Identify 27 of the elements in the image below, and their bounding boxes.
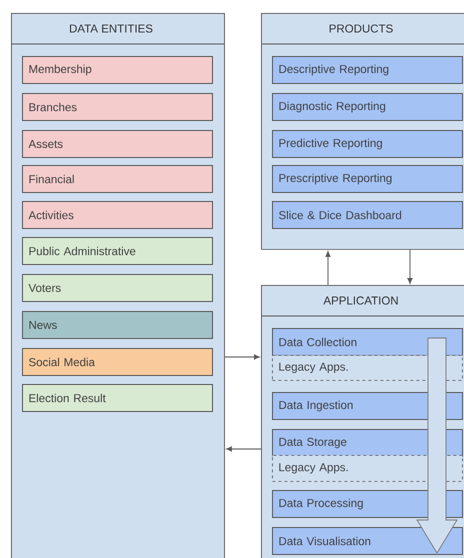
item-box: Public Administrative (22, 237, 213, 265)
arrow (226, 446, 262, 452)
arrow (224, 354, 260, 360)
block-arrow (416, 338, 458, 554)
item-box: Social Media (22, 348, 213, 376)
item-box: Assets (22, 130, 213, 158)
item-box: Descriptive Reporting (272, 56, 463, 84)
panel-heading: DATA ENTITIES (70, 24, 152, 33)
item-box: Predictive Reporting (272, 130, 463, 158)
item-box: Data Ingestion (272, 392, 463, 420)
arrow (325, 251, 331, 286)
item-box: Data Processing (272, 490, 463, 518)
panel-heading: PRODUCTS (330, 24, 393, 33)
item-box: Election Result (22, 384, 213, 412)
item-box: Membership (22, 56, 213, 84)
item-box: Branches (22, 93, 213, 121)
item-box: Slice & Dice Dashboard (272, 201, 463, 229)
item-box: Data Collection (272, 328, 463, 356)
item-box: Activities (22, 201, 213, 229)
arrow (407, 249, 413, 284)
item-box: Prescriptive Reporting (272, 165, 463, 193)
item-box: Data Visualisation (272, 527, 463, 555)
item-box: Voters (22, 274, 213, 302)
panel-heading: APPLICATION (323, 296, 398, 305)
item-box: News (22, 311, 213, 339)
item-box: Financial (22, 165, 213, 193)
item-box: Diagnostic Reporting (272, 93, 463, 121)
